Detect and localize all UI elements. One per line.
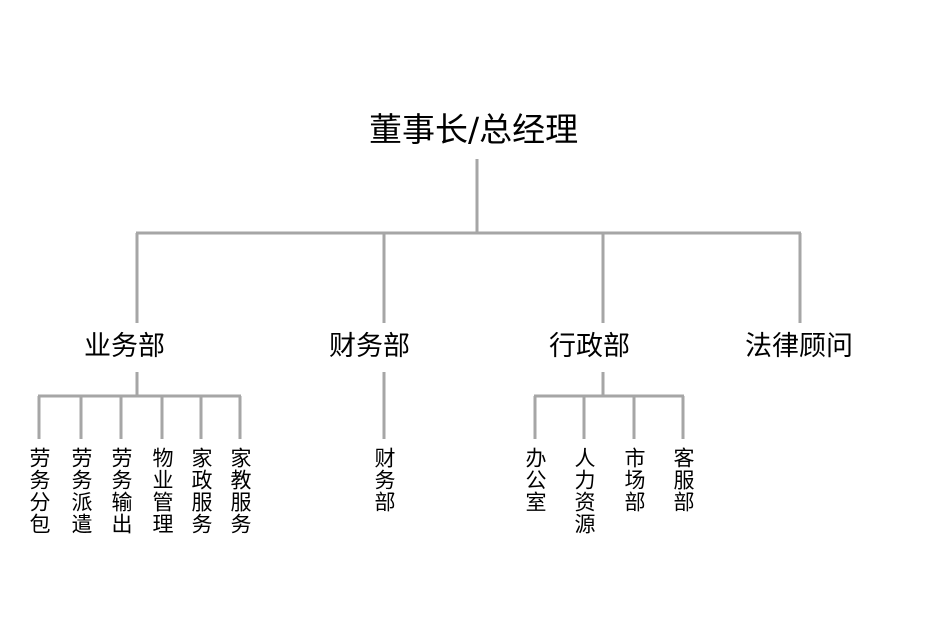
node-label: 劳务派遣	[69, 447, 93, 535]
node-admin-department[interactable]: 行政部	[549, 333, 630, 360]
node-marketing-department[interactable]: 市场部	[622, 447, 646, 513]
node-label: 办公室	[523, 447, 547, 513]
node-label: 物业管理	[150, 447, 174, 535]
node-label: 业务部	[84, 331, 165, 362]
node-customer-service-department[interactable]: 客服部	[671, 447, 695, 513]
node-label: 人力资源	[572, 447, 596, 535]
node-label: 行政部	[549, 331, 630, 362]
node-label: 劳务分包	[27, 447, 51, 535]
node-chairman-general-manager[interactable]: 董事长/总经理	[369, 113, 578, 146]
node-legal-counsel[interactable]: 法律顾问	[745, 333, 853, 360]
node-label: 客服部	[671, 447, 695, 513]
node-label: 财务部	[372, 447, 396, 513]
node-label: 家政服务	[189, 447, 213, 535]
node-business-department[interactable]: 业务部	[84, 333, 165, 360]
node-label: 财务部	[329, 331, 410, 362]
node-labor-dispatch[interactable]: 劳务派遣	[69, 447, 93, 535]
node-finance-department[interactable]: 财务部	[329, 333, 410, 360]
node-tutoring-service[interactable]: 家教服务	[228, 447, 252, 535]
node-office[interactable]: 办公室	[523, 447, 547, 513]
node-label: 董事长/总经理	[369, 110, 579, 149]
node-labor-subcontract[interactable]: 劳务分包	[27, 447, 51, 535]
node-finance-subdept[interactable]: 财务部	[372, 447, 396, 513]
node-label: 法律顾问	[745, 331, 853, 362]
node-housekeeping-service[interactable]: 家政服务	[189, 447, 213, 535]
node-label: 劳务输出	[109, 447, 133, 535]
node-label: 市场部	[622, 447, 646, 513]
node-human-resources[interactable]: 人力资源	[572, 447, 596, 535]
node-labor-export[interactable]: 劳务输出	[109, 447, 133, 535]
node-label: 家教服务	[228, 447, 252, 535]
node-property-management[interactable]: 物业管理	[150, 447, 174, 535]
